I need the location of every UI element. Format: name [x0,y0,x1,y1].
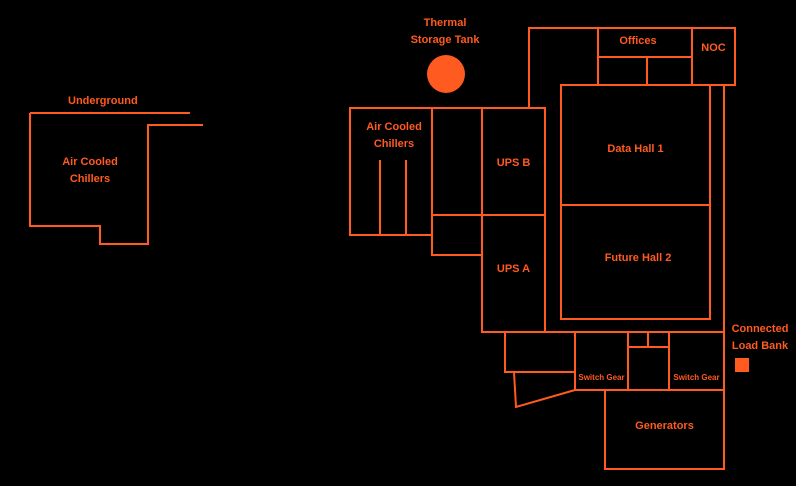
switch-gear-center-room [627,346,670,391]
lower-left-slant [513,371,576,409]
future-hall-2-room [560,204,711,320]
connected-load-bank-label: Connected Load Bank [728,321,792,355]
ups-a-label: UPS A [496,263,531,275]
left-chillers-label-line-2: Chillers [69,173,111,185]
switch-gear-right-label: Switch Gear [673,373,720,382]
left-chillers-label: Air Cooled Chillers [58,154,122,188]
thermal-storage-tank-label-line-2: Storage Tank [410,34,480,46]
offices-label: Offices [619,35,657,47]
corridor-room [431,107,483,216]
connected-load-bank-label-line-2: Load Bank [731,340,789,352]
future-hall-2-label: Future Hall 2 [604,252,672,264]
thermal-storage-tank-label: Thermal Storage Tank [400,15,490,49]
thermal-storage-tank-icon [427,55,465,93]
main-building-outline [544,84,725,333]
right-chillers-label: Air Cooled Chillers [361,119,427,153]
generators-room [604,389,725,470]
right-chillers-label-line-1: Air Cooled [366,121,422,133]
noc-label: NOC [701,42,726,54]
ups-b-label: UPS B [496,157,531,169]
left-chillers-label-line-1: Air Cooled [62,156,118,168]
lower-left-service [504,332,575,373]
switch-gear-left-label: Switch Gear [578,373,625,382]
office-cell-1 [597,56,648,86]
left-chillers-outline [29,113,203,245]
generators-label: Generators [635,420,694,432]
underground-label: Underground [68,95,138,107]
right-chillers-label-line-2: Chillers [373,138,415,150]
connected-load-bank-label-line-1: Connected [731,323,789,335]
data-hall-1-label: Data Hall 1 [607,143,664,155]
connected-load-bank-icon [735,358,749,372]
small-room [431,214,483,256]
thermal-storage-tank-label-line-1: Thermal [423,17,467,29]
office-cell-2 [646,56,693,86]
